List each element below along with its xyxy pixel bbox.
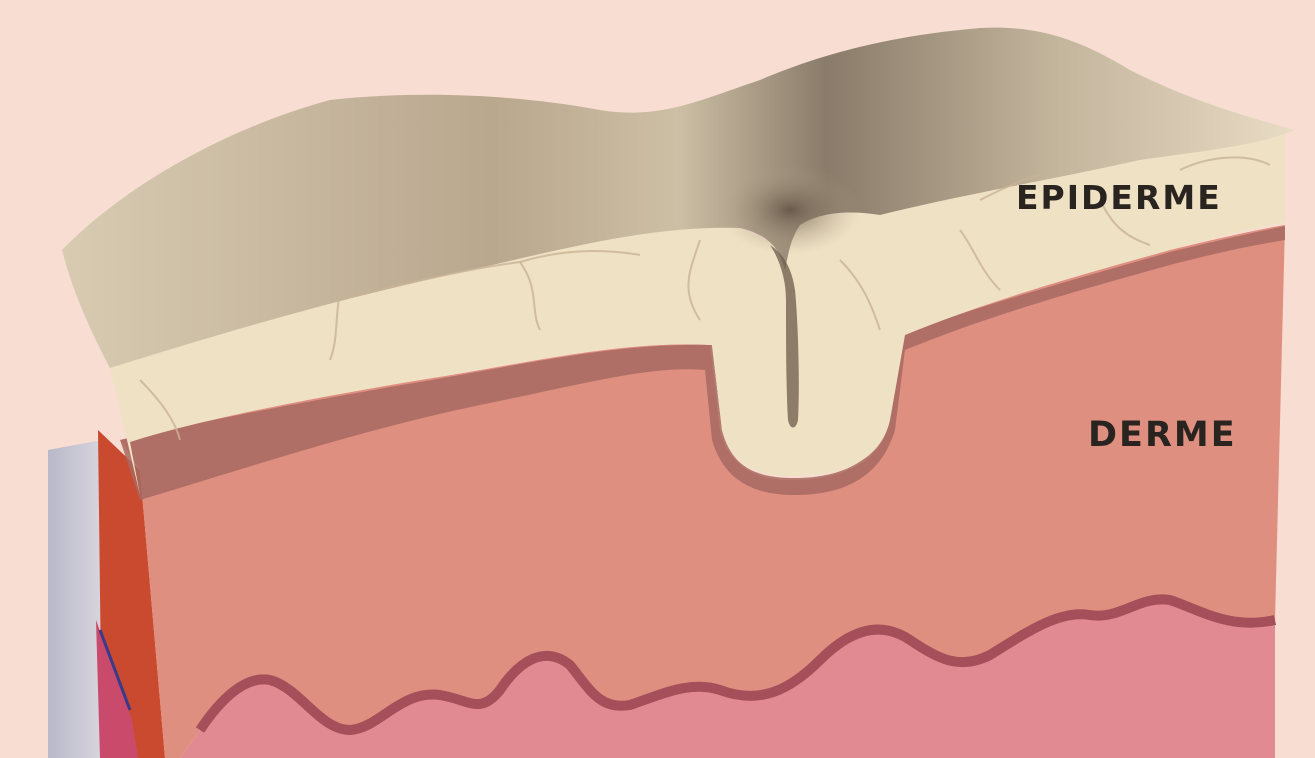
label-derme: DERME (1088, 415, 1237, 455)
label-epiderme: EPIDERME (1016, 178, 1222, 217)
